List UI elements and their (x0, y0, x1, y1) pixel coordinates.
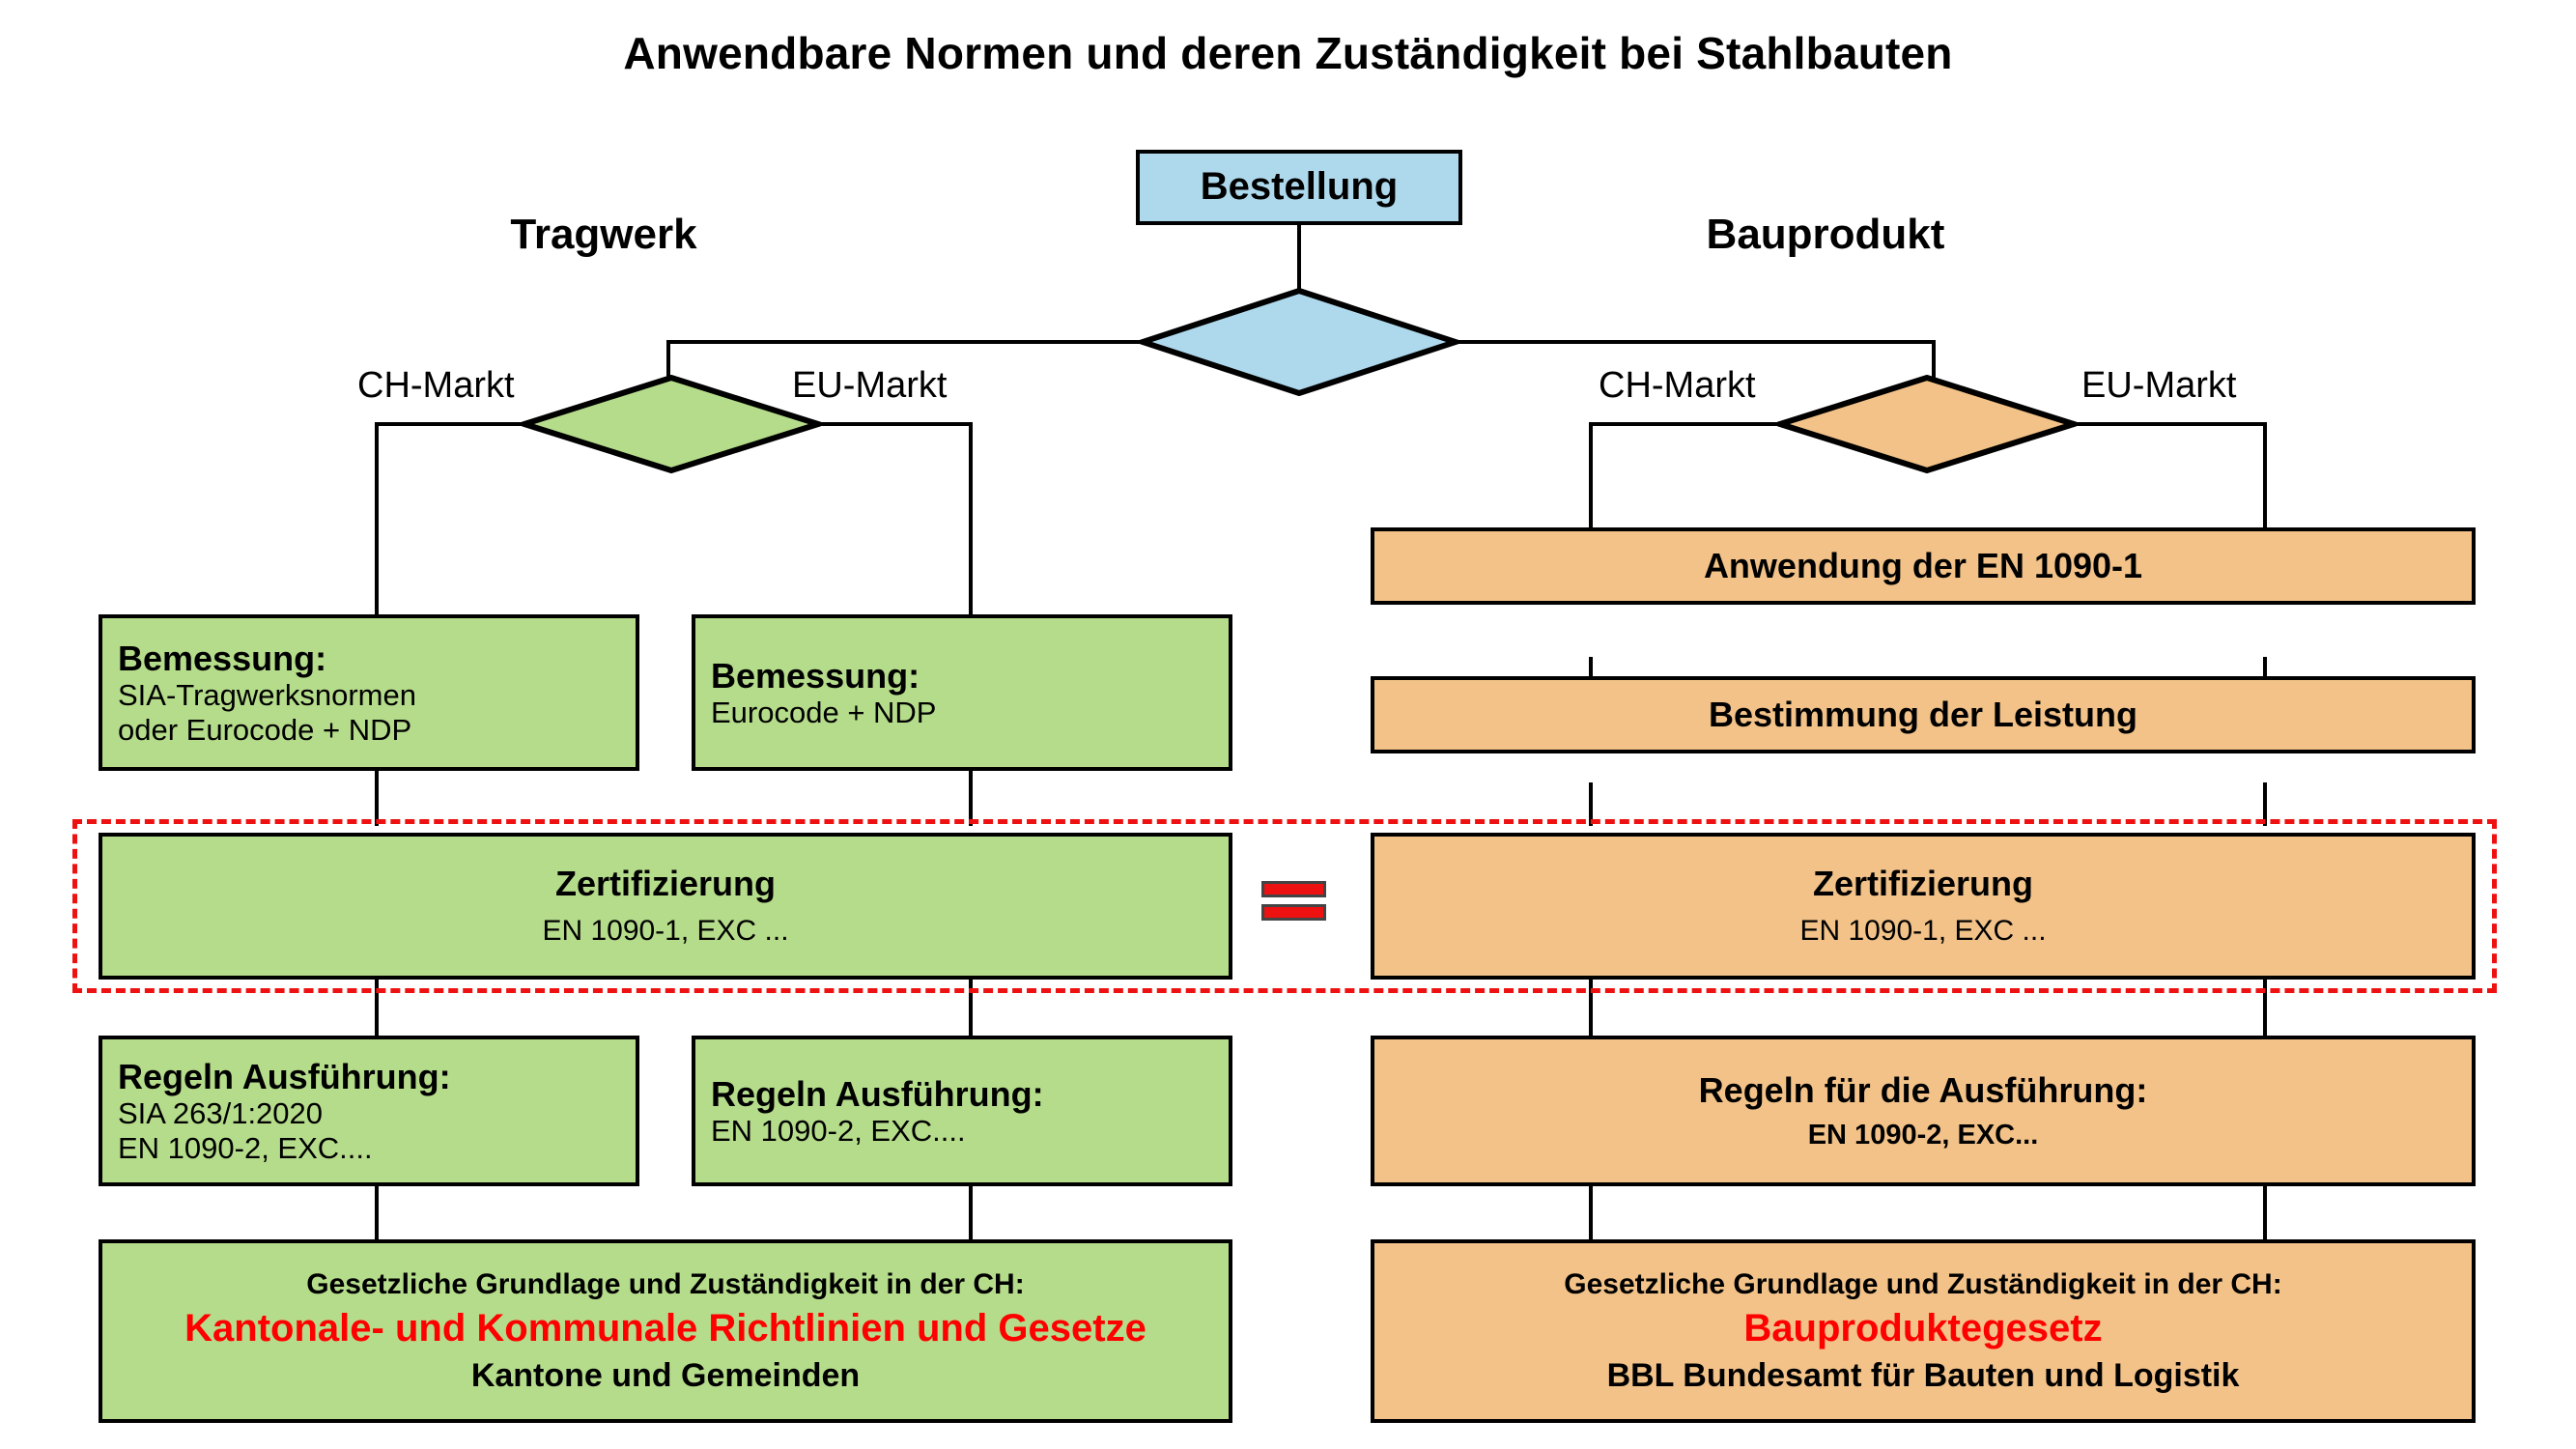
node-regeln-eu-heading: Regeln Ausführung: (711, 1073, 1044, 1114)
connector-left-ch-c (375, 1186, 379, 1239)
connector-right-eu-b (2263, 782, 2267, 826)
node-bemessung-ch-line2: SIA-Tragwerksnormen (118, 678, 416, 713)
connector-bauprodukt-ch-h (1589, 422, 1782, 426)
node-regeln-ch-line3: EN 1090-2, EXC.... (118, 1130, 373, 1165)
node-zertifizierung-bauprodukt[interactable]: Zertifizierung EN 1090-1, EXC ... (1371, 833, 2476, 980)
connector-blue-right-drop (1932, 340, 1936, 406)
node-zertifizierung-bauprodukt-sub: EN 1090-1, EXC ... (1799, 915, 2047, 948)
branch-label-bauprodukt-eu: EU-Markt (2081, 365, 2237, 406)
equals-icon (1261, 881, 1326, 921)
connector-right-ch-b (1589, 782, 1593, 826)
node-bestimmung-leistung[interactable]: Bestimmung der Leistung (1371, 676, 2476, 753)
node-anwendung-en1090-1[interactable]: Anwendung der EN 1090-1 (1371, 527, 2476, 605)
node-legal-tragwerk-line1: Gesetzliche Grundlage und Zuständigkeit … (306, 1267, 1025, 1300)
column-header-bauprodukt: Bauprodukt (1706, 211, 1945, 258)
connector-left-eu-a (969, 768, 973, 826)
node-bemessung-ch[interactable]: Bemessung: SIA-Tragwerksnormen oder Euro… (99, 614, 639, 771)
node-bemessung-ch-heading: Bemessung: (118, 639, 327, 679)
node-anwendung-label: Anwendung der EN 1090-1 (1703, 546, 2143, 586)
branch-label-tragwerk-eu: EU-Markt (792, 365, 948, 406)
node-regeln-ch-heading: Regeln Ausführung: (118, 1057, 451, 1097)
connector-left-eu-b (969, 976, 973, 1036)
node-bemessung-eu-line2: Eurocode + NDP (711, 695, 937, 729)
connector-right-eu-d (2263, 1186, 2267, 1239)
node-regeln-bauprodukt[interactable]: Regeln für die Ausführung: EN 1090-2, EX… (1371, 1036, 2476, 1186)
node-zertifizierung-tragwerk[interactable]: Zertifizierung EN 1090-1, EXC ... (99, 833, 1232, 980)
connector-left-ch-b (375, 976, 379, 1036)
node-zertifizierung-tragwerk-heading: Zertifizierung (554, 864, 776, 904)
node-legal-bauprodukt-line3: BBL Bundesamt für Bauten und Logistik (1606, 1356, 2240, 1394)
connector-bauprodukt-eu-h (2069, 422, 2267, 426)
node-regeln-bauprodukt-line2: EN 1090-2, EXC... (1807, 1119, 2039, 1151)
node-legal-bauprodukt[interactable]: Gesetzliche Grundlage und Zuständigkeit … (1371, 1239, 2476, 1423)
connector-bauprodukt-ch-v (1589, 422, 1593, 530)
connector-blue-left-drop (666, 340, 670, 406)
node-regeln-bauprodukt-heading: Regeln für die Ausführung: (1698, 1069, 2148, 1110)
node-regeln-ch[interactable]: Regeln Ausführung: SIA 263/1:2020 EN 109… (99, 1036, 639, 1186)
node-regeln-eu-line2: EN 1090-2, EXC.... (711, 1113, 966, 1148)
node-regeln-eu[interactable]: Regeln Ausführung: EN 1090-2, EXC.... (692, 1036, 1232, 1186)
connector-bestellung-stem (1297, 225, 1301, 291)
connector-left-eu-c (969, 1186, 973, 1239)
node-bestellung[interactable]: Bestellung (1136, 150, 1462, 225)
connector-tragwerk-ch-v (375, 422, 379, 617)
connector-tragwerk-eu-v (969, 422, 973, 617)
node-legal-tragwerk-line3: Kantone und Gemeinden (470, 1356, 861, 1394)
connector-tragwerk-eu-h (813, 422, 973, 426)
node-bemessung-eu[interactable]: Bemessung: Eurocode + NDP (692, 614, 1232, 771)
connector-blue-right-h (1453, 340, 1936, 344)
decision-diamond-bestellung (1140, 288, 1458, 396)
connector-right-ch-c (1589, 976, 1593, 1036)
node-bemessung-ch-line3: oder Eurocode + NDP (118, 712, 412, 747)
connector-right-eu-c (2263, 976, 2267, 1036)
node-legal-tragwerk[interactable]: Gesetzliche Grundlage und Zuständigkeit … (99, 1239, 1232, 1423)
connector-bauprodukt-eu-v (2263, 422, 2267, 530)
decision-diamond-tragwerk (522, 375, 821, 473)
node-legal-tragwerk-line2: Kantonale- und Kommunale Richtlinien und… (184, 1306, 1146, 1350)
highlight-zertifizierung-equivalence (72, 819, 2497, 993)
node-bestellung-label: Bestellung (1200, 165, 1399, 209)
node-zertifizierung-bauprodukt-heading: Zertifizierung (1812, 864, 2033, 904)
node-bemessung-eu-heading: Bemessung: (711, 655, 920, 696)
decision-diamond-bauprodukt (1777, 375, 2077, 473)
connector-left-ch-a (375, 768, 379, 826)
connector-blue-left-h (666, 340, 1145, 344)
branch-label-bauprodukt-ch: CH-Markt (1599, 365, 1756, 406)
column-header-tragwerk: Tragwerk (510, 211, 697, 258)
node-bestimmung-label: Bestimmung der Leistung (1708, 695, 2138, 735)
node-legal-bauprodukt-line2: Bauproduktegesetz (1743, 1306, 2103, 1350)
node-legal-bauprodukt-line1: Gesetzliche Grundlage und Zuständigkeit … (1564, 1267, 2282, 1300)
node-regeln-ch-line2: SIA 263/1:2020 (118, 1096, 324, 1131)
node-zertifizierung-tragwerk-sub: EN 1090-1, EXC ... (542, 915, 789, 948)
connector-tragwerk-ch-h (375, 422, 529, 426)
connector-right-ch-d (1589, 1186, 1593, 1239)
page-title: Anwendbare Normen und deren Zuständigkei… (623, 28, 1953, 78)
branch-label-tragwerk-ch: CH-Markt (357, 365, 515, 406)
